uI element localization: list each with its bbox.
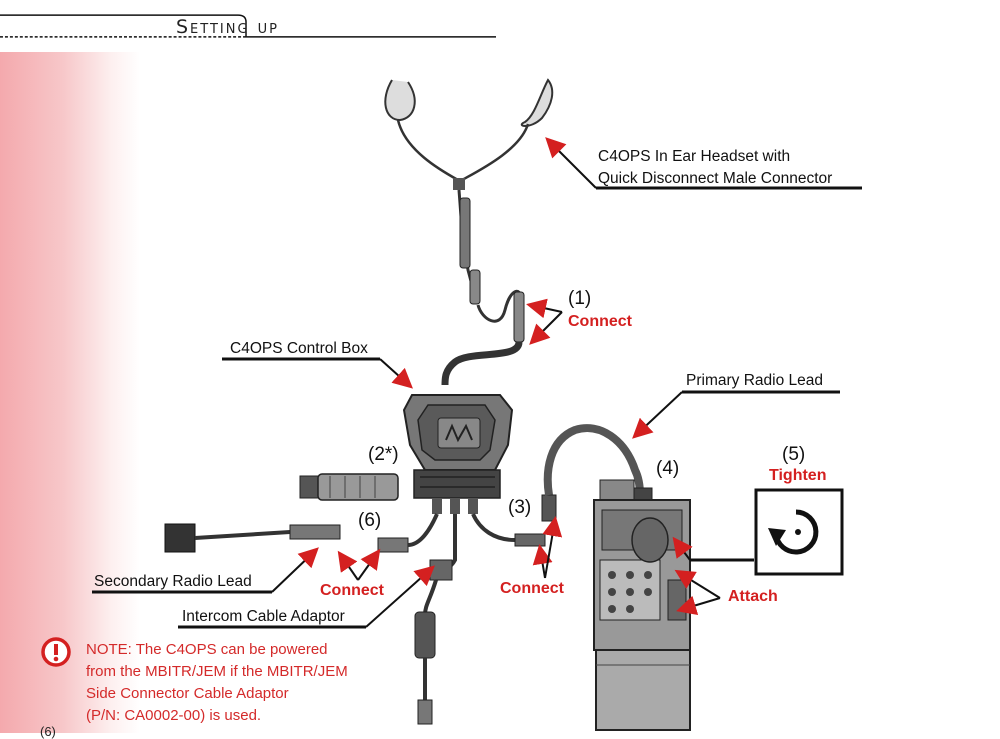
tighten-label: Tighten	[769, 467, 827, 484]
connect-label-3: Connect	[500, 580, 564, 597]
primary-radio-lead-label: Primary Radio Lead	[686, 372, 823, 389]
secondary-radio-lead-cable	[164, 513, 439, 553]
note-line-2: from the MBITR/JEM if the MBITR/JEM	[86, 663, 348, 680]
step-5: (5)	[782, 444, 806, 465]
power-note: NOTE: The C4OPS can be powered from the …	[86, 639, 416, 727]
connect-label-6: Connect	[320, 582, 384, 599]
header-tab	[0, 14, 496, 38]
step-4: (4)	[656, 458, 680, 479]
tighten-icon	[754, 488, 844, 576]
attach-label: Attach	[728, 588, 778, 605]
control-box-label: C4OPS Control Box	[230, 340, 368, 357]
note-line-4: (P/N: CA0002-00) is used.	[86, 707, 262, 724]
headset-label-line-1: C4OPS In Ear Headset with	[598, 148, 791, 165]
intercom-adaptor-label: Intercom Cable Adaptor	[182, 608, 345, 625]
leader-lines	[92, 137, 862, 629]
secondary-radio-lead-label: Secondary Radio Lead	[94, 573, 252, 590]
note-line-1: NOTE: The C4OPS can be powered	[86, 641, 328, 658]
radio-unit	[593, 479, 691, 731]
step-3: (3)	[508, 497, 532, 518]
page-title: Setting up	[176, 16, 279, 38]
headset-label-line-2: Quick Disconnect Male Connector	[598, 170, 833, 187]
page-number: (6)	[40, 724, 56, 739]
action-arrows	[337, 298, 721, 615]
warning-icon	[41, 637, 71, 667]
intercom-cable-adaptor	[414, 514, 457, 725]
in-ear-headset	[384, 78, 554, 386]
battery	[299, 473, 399, 501]
note-line-3: Side Connector Cable Adaptor	[86, 685, 289, 702]
step-6: (6)	[358, 510, 382, 531]
connect-label-1: Connect	[568, 313, 632, 330]
pink-side-band	[0, 52, 140, 733]
step-1: (1)	[568, 288, 592, 309]
step-2: (2*)	[368, 444, 399, 465]
control-box	[402, 394, 514, 514]
